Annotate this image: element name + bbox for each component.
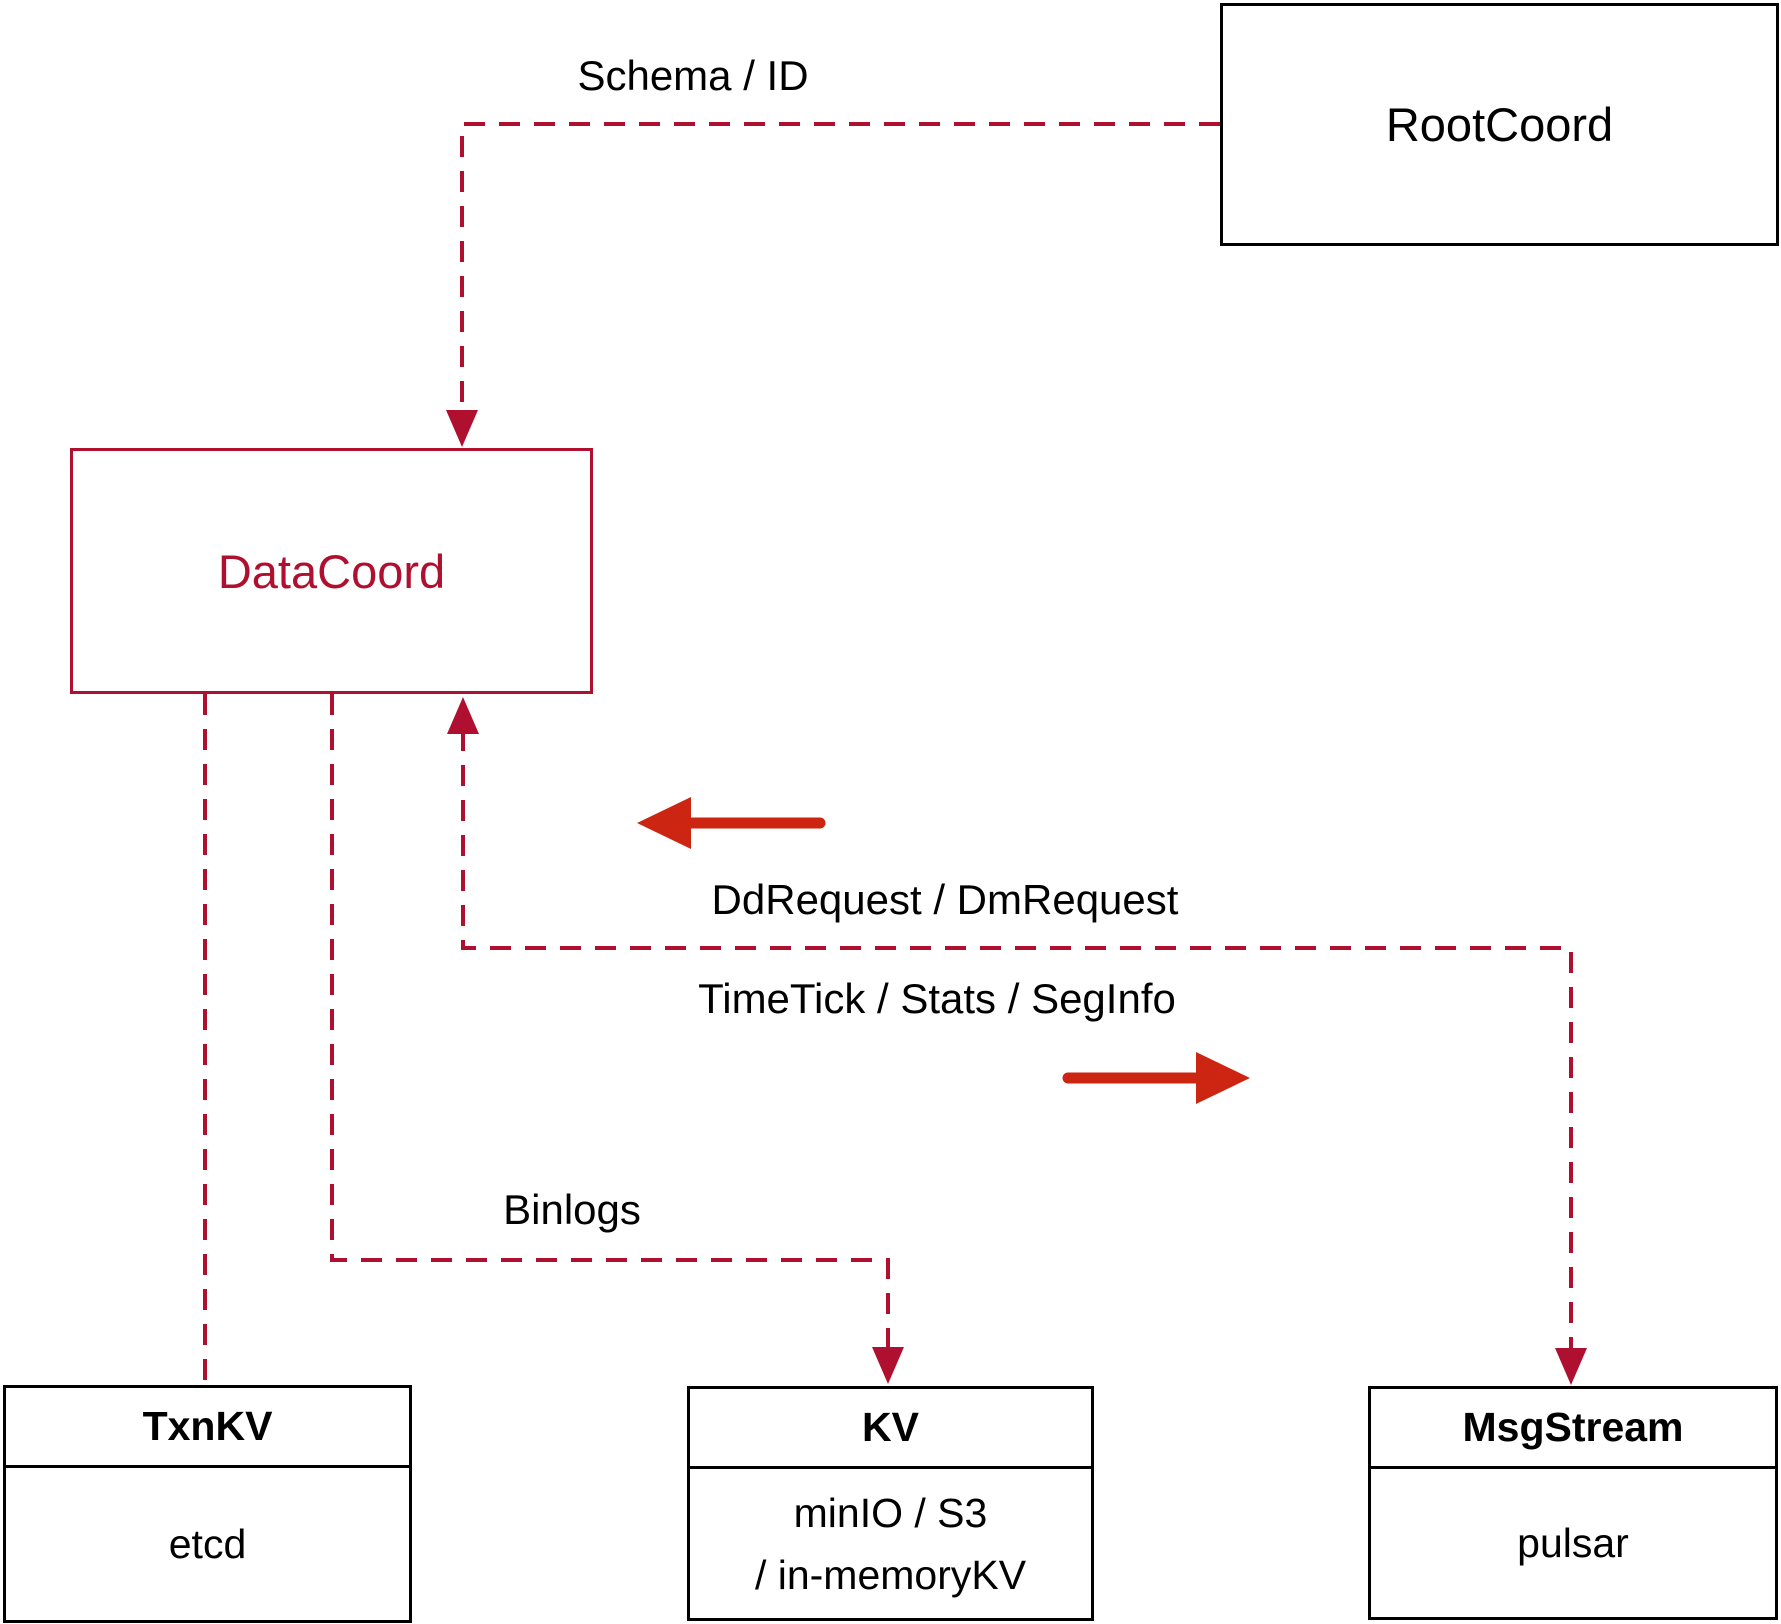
right-direction-arrow-icon [1062,1052,1250,1104]
edge-datacoord-to-kv-binlogs [330,694,890,1350]
arrowhead-into-kv-top-icon [872,1347,904,1384]
edge-label-schema-id: Schema / ID [577,52,809,99]
node-msgstream: MsgStream pulsar [1368,1386,1778,1620]
arrowhead-into-datacoord-top-icon [446,410,478,447]
node-datacoord-label: DataCoord [217,544,446,598]
node-rootcoord: RootCoord [1220,3,1779,246]
node-msgstream-body: pulsar [1517,1520,1629,1566]
edge-label-binlogs: Binlogs [503,1186,641,1233]
node-kv: KV minIO / S3 / in-memoryKV [687,1386,1094,1621]
edge-label-ddrequest-dmrequest: DdRequest / DmRequest [711,876,1179,923]
arrowhead-into-msgstream-top-icon [1555,1348,1587,1385]
node-msgstream-title: MsgStream [1371,1389,1775,1469]
node-txnkv: TxnKV etcd [3,1385,412,1623]
left-direction-arrow-icon [637,797,826,849]
arrowhead-into-datacoord-bottom-icon [447,697,479,734]
node-kv-body-line1: minIO / S3 [793,1489,988,1536]
node-kv-body-line2: / in-memoryKV [754,1551,1027,1598]
node-rootcoord-label: RootCoord [1385,98,1614,151]
edge-datacoord-msgstream [461,730,1573,1350]
edge-label-timetick-stats-seginfo: TimeTick / Stats / SegInfo [698,975,1176,1022]
node-kv-title: KV [690,1389,1091,1469]
node-txnkv-title: TxnKV [6,1388,409,1468]
node-txnkv-body: etcd [168,1521,247,1567]
node-datacoord: DataCoord [70,448,593,694]
edge-rootcoord-to-datacoord [460,122,1220,414]
